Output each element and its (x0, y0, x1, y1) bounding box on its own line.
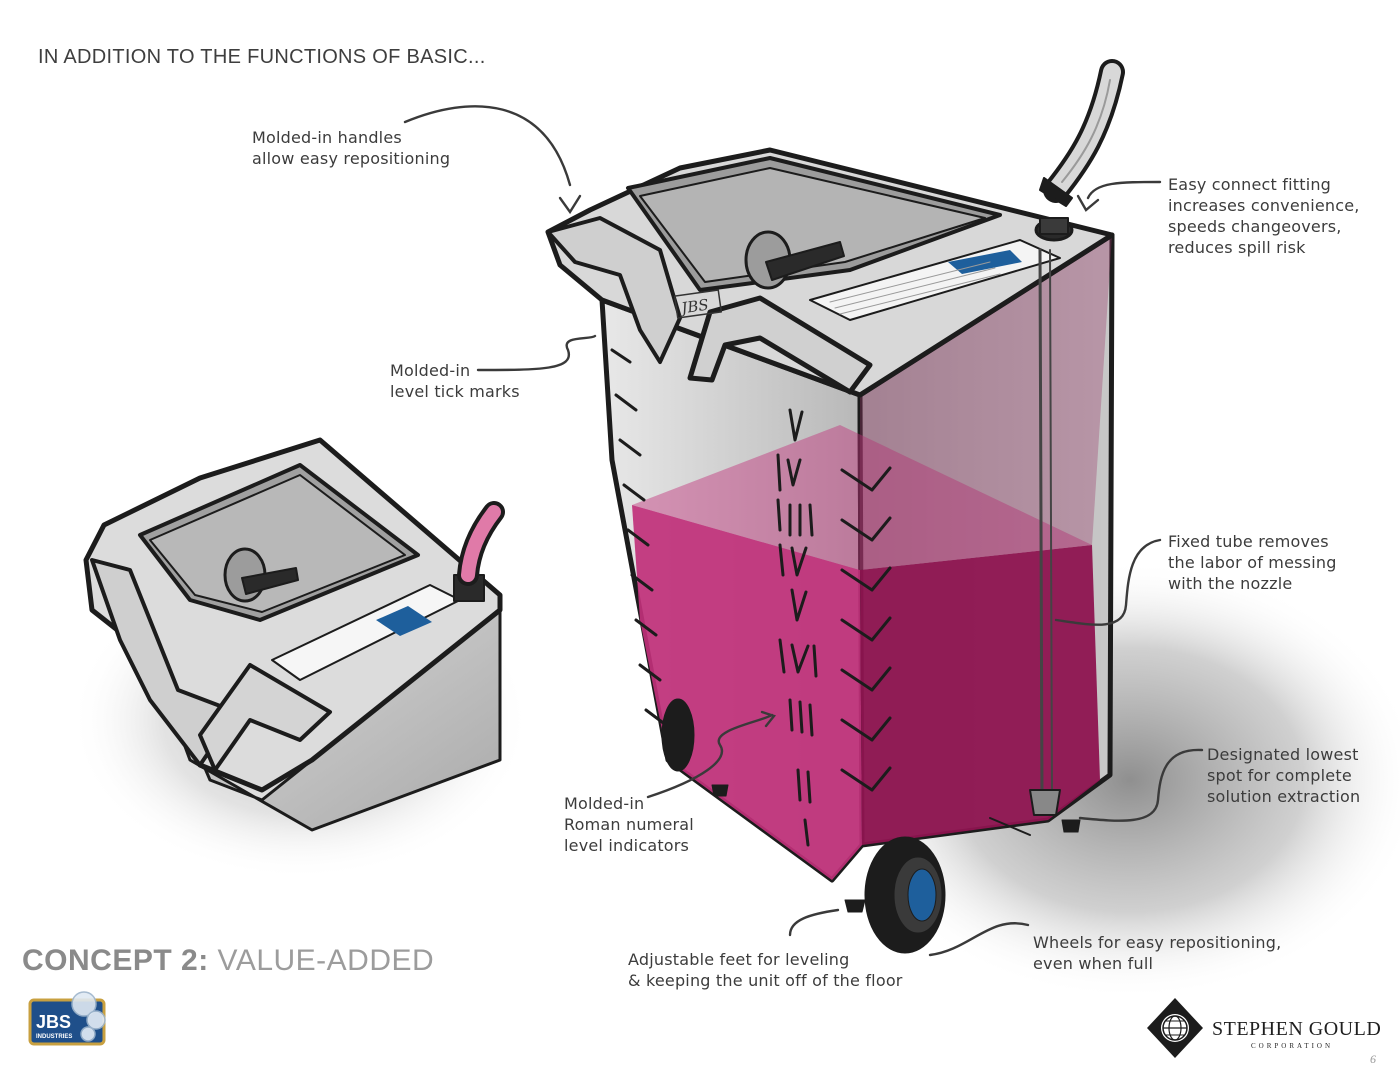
callout-wheels: Wheels for easy repositioning,even when … (1033, 933, 1282, 973)
corp-name: STEPHEN GOULD (1212, 1018, 1382, 1040)
liquid-top (632, 425, 1092, 570)
wheel-hub (907, 868, 937, 922)
concept-prefix: CONCEPT 2: (22, 944, 209, 977)
page-number: 6 (1370, 1052, 1376, 1066)
liquid-front (860, 545, 1100, 845)
jbs-logo-subtext: INDUSTRIES (36, 1034, 72, 1040)
big-unit-front-handle (687, 295, 873, 395)
big-unit-side-handle (546, 216, 682, 364)
concept-name: VALUE-ADDED (217, 944, 435, 977)
jbs-logo-text: JBS (36, 1012, 71, 1032)
stephen-gould-logo-mark (1147, 998, 1203, 1058)
chevron-marks (840, 466, 892, 792)
callout-feet: Adjustable feet for leveling& keeping th… (628, 950, 903, 990)
leader-feet (788, 908, 840, 937)
leader-tick-marks (476, 334, 597, 372)
roman-numeral-indicators (776, 408, 818, 847)
rear-wheel (661, 698, 695, 772)
leader-lowest-spot (1078, 748, 1204, 822)
jbs-logo: JBS INDUSTRIES (28, 991, 106, 1046)
callout-leaders (403, 105, 1204, 957)
page-heading: IN ADDITION TO THE FUNCTIONS OF BASIC... (38, 46, 486, 68)
leader-fixed-tube (1054, 538, 1162, 626)
leader-fitting (1086, 180, 1162, 200)
corp-subtitle: CORPORATION (1251, 1042, 1334, 1050)
lowest-spot-drain (989, 817, 1031, 836)
fixed-tube (1038, 248, 1044, 802)
leader-roman (646, 713, 774, 799)
small-unit-blue-label (376, 606, 432, 636)
leader-handles (403, 105, 572, 187)
embossed-logo: JBS (677, 296, 710, 318)
concept-title: CONCEPT 2: VALUE-ADDED (22, 944, 434, 978)
big-unit: JBS (545, 59, 1125, 954)
small-unit (83, 437, 505, 832)
adjustable-foot (844, 899, 866, 913)
level-tick-marks (610, 348, 668, 727)
leader-wheels (928, 922, 1030, 957)
